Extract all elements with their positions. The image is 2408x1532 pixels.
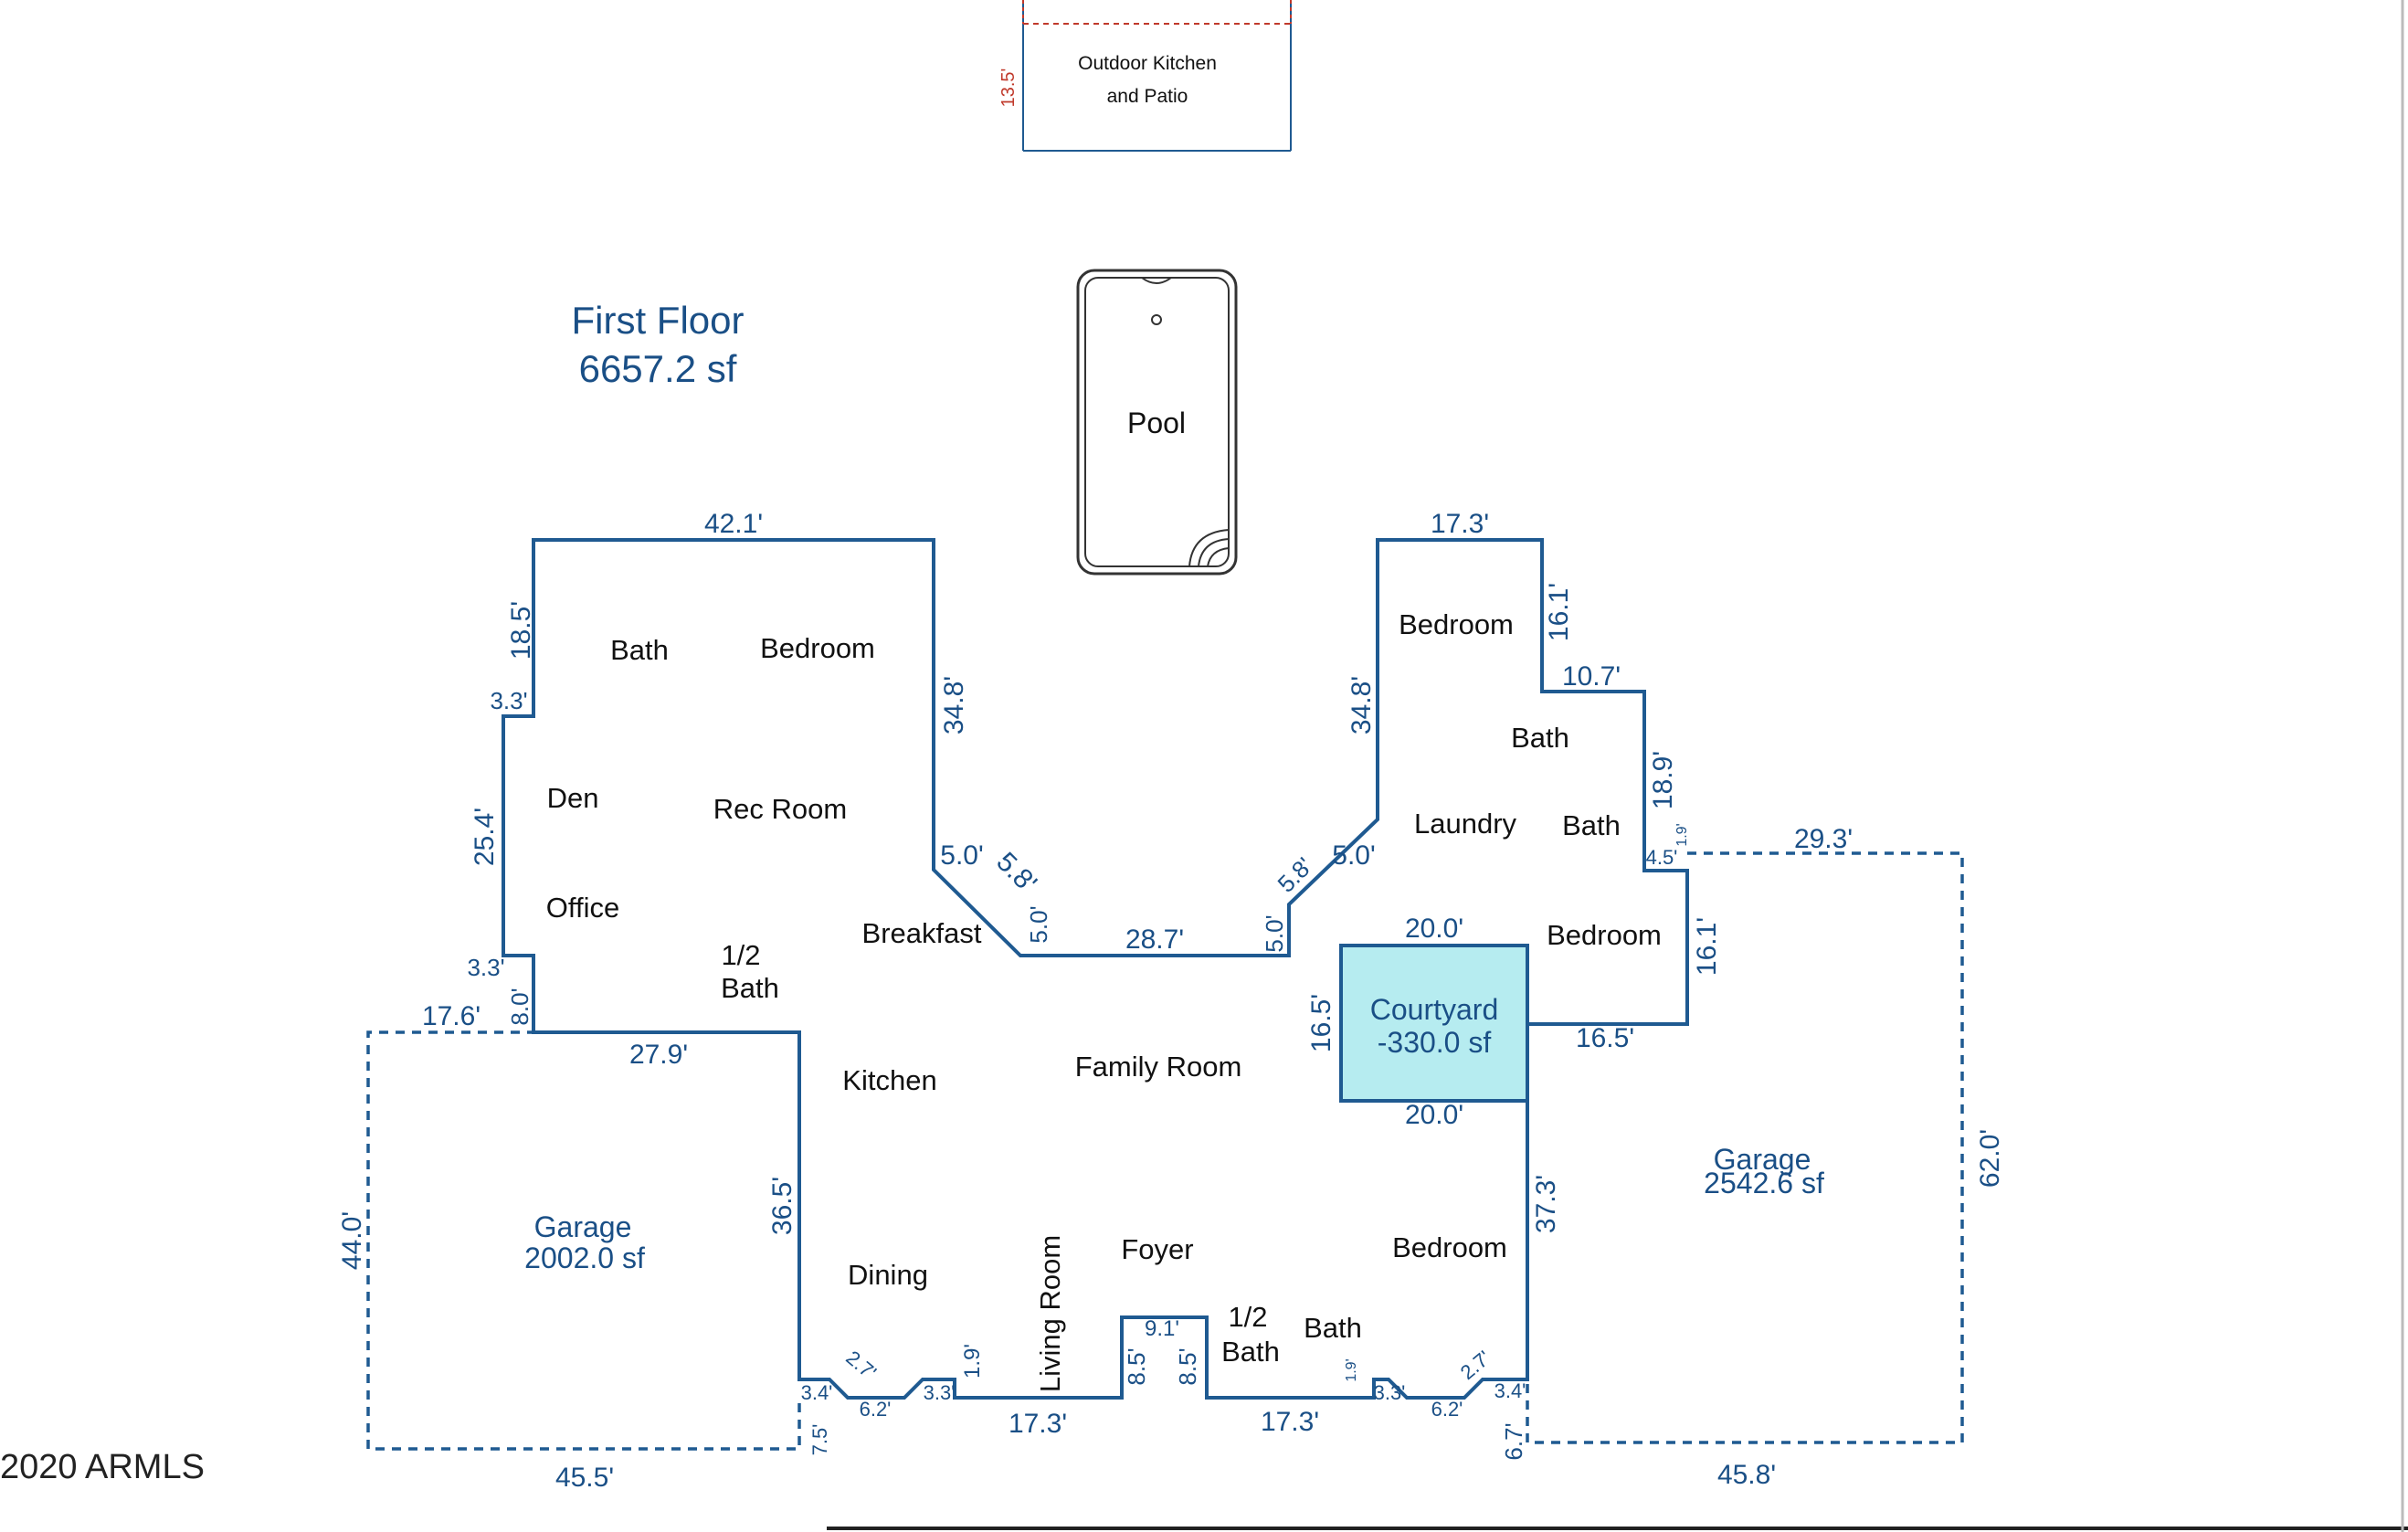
outdoor-patio-label: and Patio	[1107, 86, 1188, 107]
dim-label: 5.8'	[990, 847, 1042, 899]
room-kitchen: Kitchen	[842, 1064, 936, 1096]
room-breakfast: Breakfast	[862, 917, 982, 949]
dim-label: 7.5'	[808, 1424, 831, 1456]
dim-label: 8.5'	[1174, 1347, 1201, 1385]
floor-title: First Floor	[572, 299, 745, 342]
pool-label: Pool	[1127, 407, 1186, 439]
room-bedroom-e: Bedroom	[1547, 919, 1662, 951]
dim-label: 16.5'	[1576, 1023, 1634, 1053]
dim-label: 45.8'	[1717, 1460, 1776, 1490]
dim-label: 18.5'	[506, 601, 536, 660]
dim-label: 62.0'	[1975, 1129, 2005, 1188]
dim-label: 36.5'	[767, 1177, 797, 1235]
dim-label: 16.1'	[1544, 583, 1574, 641]
outdoor-kitchen-label: Outdoor Kitchen	[1078, 53, 1217, 74]
dim-label: 28.7'	[1125, 924, 1184, 955]
dim-label: 2.7'	[841, 1346, 881, 1384]
room-bedroom-nw: Bedroom	[760, 632, 875, 664]
dim-label: 3.3'	[924, 1381, 956, 1404]
dim-label: 3.4'	[1494, 1379, 1526, 1402]
room-living-room: Living Room	[1034, 1235, 1066, 1392]
dim-label: 34.8'	[939, 676, 969, 734]
dim-label: 5.8'	[1272, 851, 1317, 897]
dim-label: 17.3'	[1009, 1409, 1067, 1439]
room-half-bath-1-b: Bath	[721, 972, 779, 1004]
dim-label: 10.7'	[1562, 661, 1621, 692]
dim-label: 34.8'	[1347, 676, 1377, 734]
dim-label: 3.3'	[467, 954, 504, 981]
dim-label: 45.5'	[555, 1463, 614, 1493]
courtyard-name: Courtyard	[1370, 993, 1499, 1026]
dim-label: 16.1'	[1692, 917, 1722, 976]
garage-right-name: Garage	[1714, 1143, 1811, 1176]
room-bath-ne-1: Bath	[1511, 722, 1569, 754]
room-half-bath-2-b: Bath	[1221, 1336, 1280, 1368]
dim-label: 27.9'	[629, 1040, 688, 1070]
dim-label: 17.3'	[1431, 509, 1489, 539]
room-family-room: Family Room	[1075, 1051, 1242, 1083]
dim-label: 17.3'	[1261, 1407, 1319, 1437]
house-outline	[502, 538, 1689, 1400]
room-bath-s: Bath	[1304, 1312, 1362, 1344]
dim-label: 16.5'	[1306, 994, 1336, 1052]
room-half-bath-2: 1/2	[1228, 1301, 1267, 1333]
dim-label: 18.9'	[1648, 751, 1678, 809]
dim-label: 6.2'	[1431, 1398, 1463, 1421]
dim-label: 8.0'	[506, 988, 533, 1025]
dim-label: 17.6'	[422, 1001, 481, 1031]
dim-label: 37.3'	[1531, 1175, 1561, 1233]
dim-label: 25.4'	[470, 808, 500, 866]
dim-label: 44.0'	[337, 1211, 367, 1270]
pool: Pool	[1076, 269, 1238, 576]
room-foyer: Foyer	[1121, 1233, 1193, 1265]
dim-label: 6.7'	[1500, 1422, 1527, 1460]
room-office: Office	[546, 892, 619, 924]
dim-label: 8.5'	[1123, 1347, 1150, 1385]
dim-label: 5.0'	[1332, 840, 1375, 871]
dim-label: 9.1'	[1145, 1316, 1179, 1341]
dim-label: 6.2'	[860, 1398, 892, 1421]
dim-label: 3.3'	[1374, 1381, 1406, 1404]
room-half-bath-1: 1/2	[721, 939, 760, 971]
outdoor-kitchen-patio: Outdoor Kitchen and Patio 13.5'	[998, 0, 1292, 152]
dim-label: 4.5'	[1646, 846, 1678, 869]
dim-label: 1.9'	[1674, 823, 1690, 846]
dim-label: 5.0'	[1025, 905, 1052, 943]
garage-right	[1526, 851, 1964, 1444]
outdoor-dim: 13.5'	[998, 69, 1019, 108]
room-laundry: Laundry	[1414, 808, 1517, 840]
room-den: Den	[547, 782, 599, 814]
room-rec-room: Rec Room	[713, 793, 847, 825]
dim-label: 1.9'	[960, 1344, 985, 1379]
dim-label: 3.3'	[490, 687, 527, 714]
floor-area: 6657.2 sf	[579, 347, 737, 390]
garage-left-name: Garage	[534, 1210, 632, 1243]
dim-label: 20.0'	[1405, 1100, 1463, 1130]
room-dining: Dining	[848, 1259, 928, 1291]
courtyard	[1339, 944, 1529, 1103]
dim-label: 1.9'	[1344, 1358, 1359, 1381]
courtyard-area: -330.0 sf	[1378, 1026, 1492, 1059]
room-bedroom-se: Bedroom	[1392, 1231, 1507, 1263]
room-bath-nw: Bath	[610, 634, 669, 666]
dim-label: 20.0'	[1405, 914, 1463, 944]
dim-label: 3.4'	[801, 1381, 833, 1404]
room-bath-ne-2: Bath	[1562, 809, 1621, 841]
garage-right-area: 2542.6 sf	[1704, 1167, 1824, 1199]
garage-left-area: 2002.0 sf	[524, 1241, 645, 1274]
dim-label: 5.0'	[940, 840, 983, 871]
copyright-watermark: 2020 ARMLS	[0, 1448, 205, 1486]
dim-label: 5.0'	[1261, 914, 1288, 952]
dim-label: 29.3'	[1794, 824, 1853, 854]
room-bedroom-ne: Bedroom	[1399, 608, 1514, 640]
dim-label: 42.1'	[704, 509, 763, 539]
garage-left	[366, 1030, 801, 1451]
